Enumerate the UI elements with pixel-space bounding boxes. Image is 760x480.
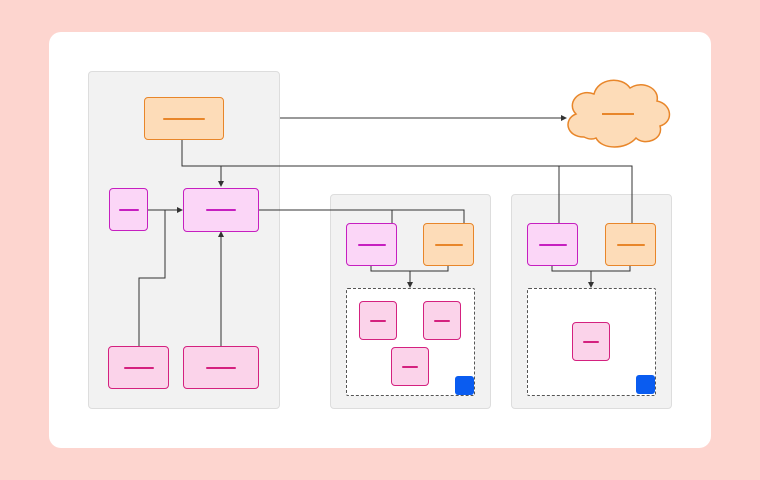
small-pink-node[interactable] <box>109 188 148 231</box>
node-label-bar <box>538 243 567 246</box>
node-label-bar <box>357 243 386 246</box>
right-sub-node[interactable] <box>572 322 610 361</box>
right-pink-node[interactable] <box>527 223 578 266</box>
node-label-bar <box>206 366 236 369</box>
node-label-bar <box>434 319 450 322</box>
node-label-bar <box>434 243 463 246</box>
middle-orange-node[interactable] <box>423 223 474 266</box>
region-badge-icon <box>455 376 474 395</box>
node-label-bar <box>402 365 418 368</box>
node-label-bar <box>118 208 139 211</box>
top-orange-node[interactable] <box>144 97 224 140</box>
bottom-left-node[interactable] <box>108 346 169 389</box>
middle-sub-node-2[interactable] <box>423 301 461 340</box>
node-label-bar <box>616 243 645 246</box>
middle-sub-node-3[interactable] <box>391 347 429 386</box>
main-pink-node[interactable] <box>183 188 259 232</box>
right-orange-node[interactable] <box>605 223 656 266</box>
node-label-bar <box>123 366 154 369</box>
node-label-bar <box>163 117 205 120</box>
node-label-bar <box>370 319 386 322</box>
region-badge-icon <box>636 375 655 394</box>
middle-sub-node-1[interactable] <box>359 301 397 340</box>
middle-pink-node[interactable] <box>346 223 397 266</box>
node-label-bar <box>583 340 599 343</box>
bottom-right-node[interactable] <box>183 346 259 389</box>
node-label-bar <box>206 209 236 211</box>
